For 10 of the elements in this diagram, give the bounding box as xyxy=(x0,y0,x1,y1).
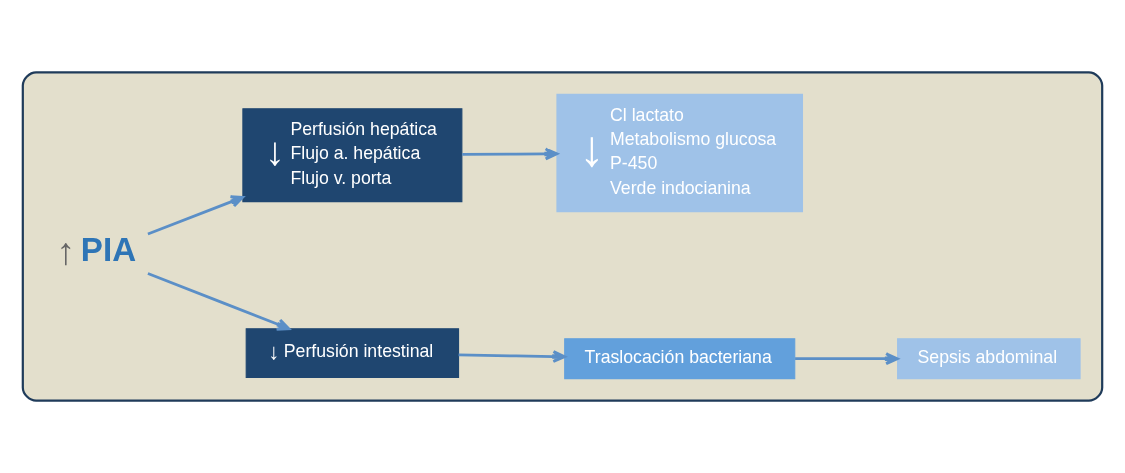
arrow xyxy=(147,272,291,331)
node-box: Traslocación bacteriana xyxy=(564,338,796,380)
arrow xyxy=(147,195,245,236)
node-box: Sepsis abdominal xyxy=(897,338,1081,380)
node-text: ↑PIA xyxy=(56,229,137,272)
node-box: ↓ Perfusión intestinal xyxy=(245,328,460,379)
arrow xyxy=(458,350,566,363)
cluster xyxy=(21,71,1104,402)
arrow xyxy=(462,147,559,161)
arrow xyxy=(795,352,899,366)
